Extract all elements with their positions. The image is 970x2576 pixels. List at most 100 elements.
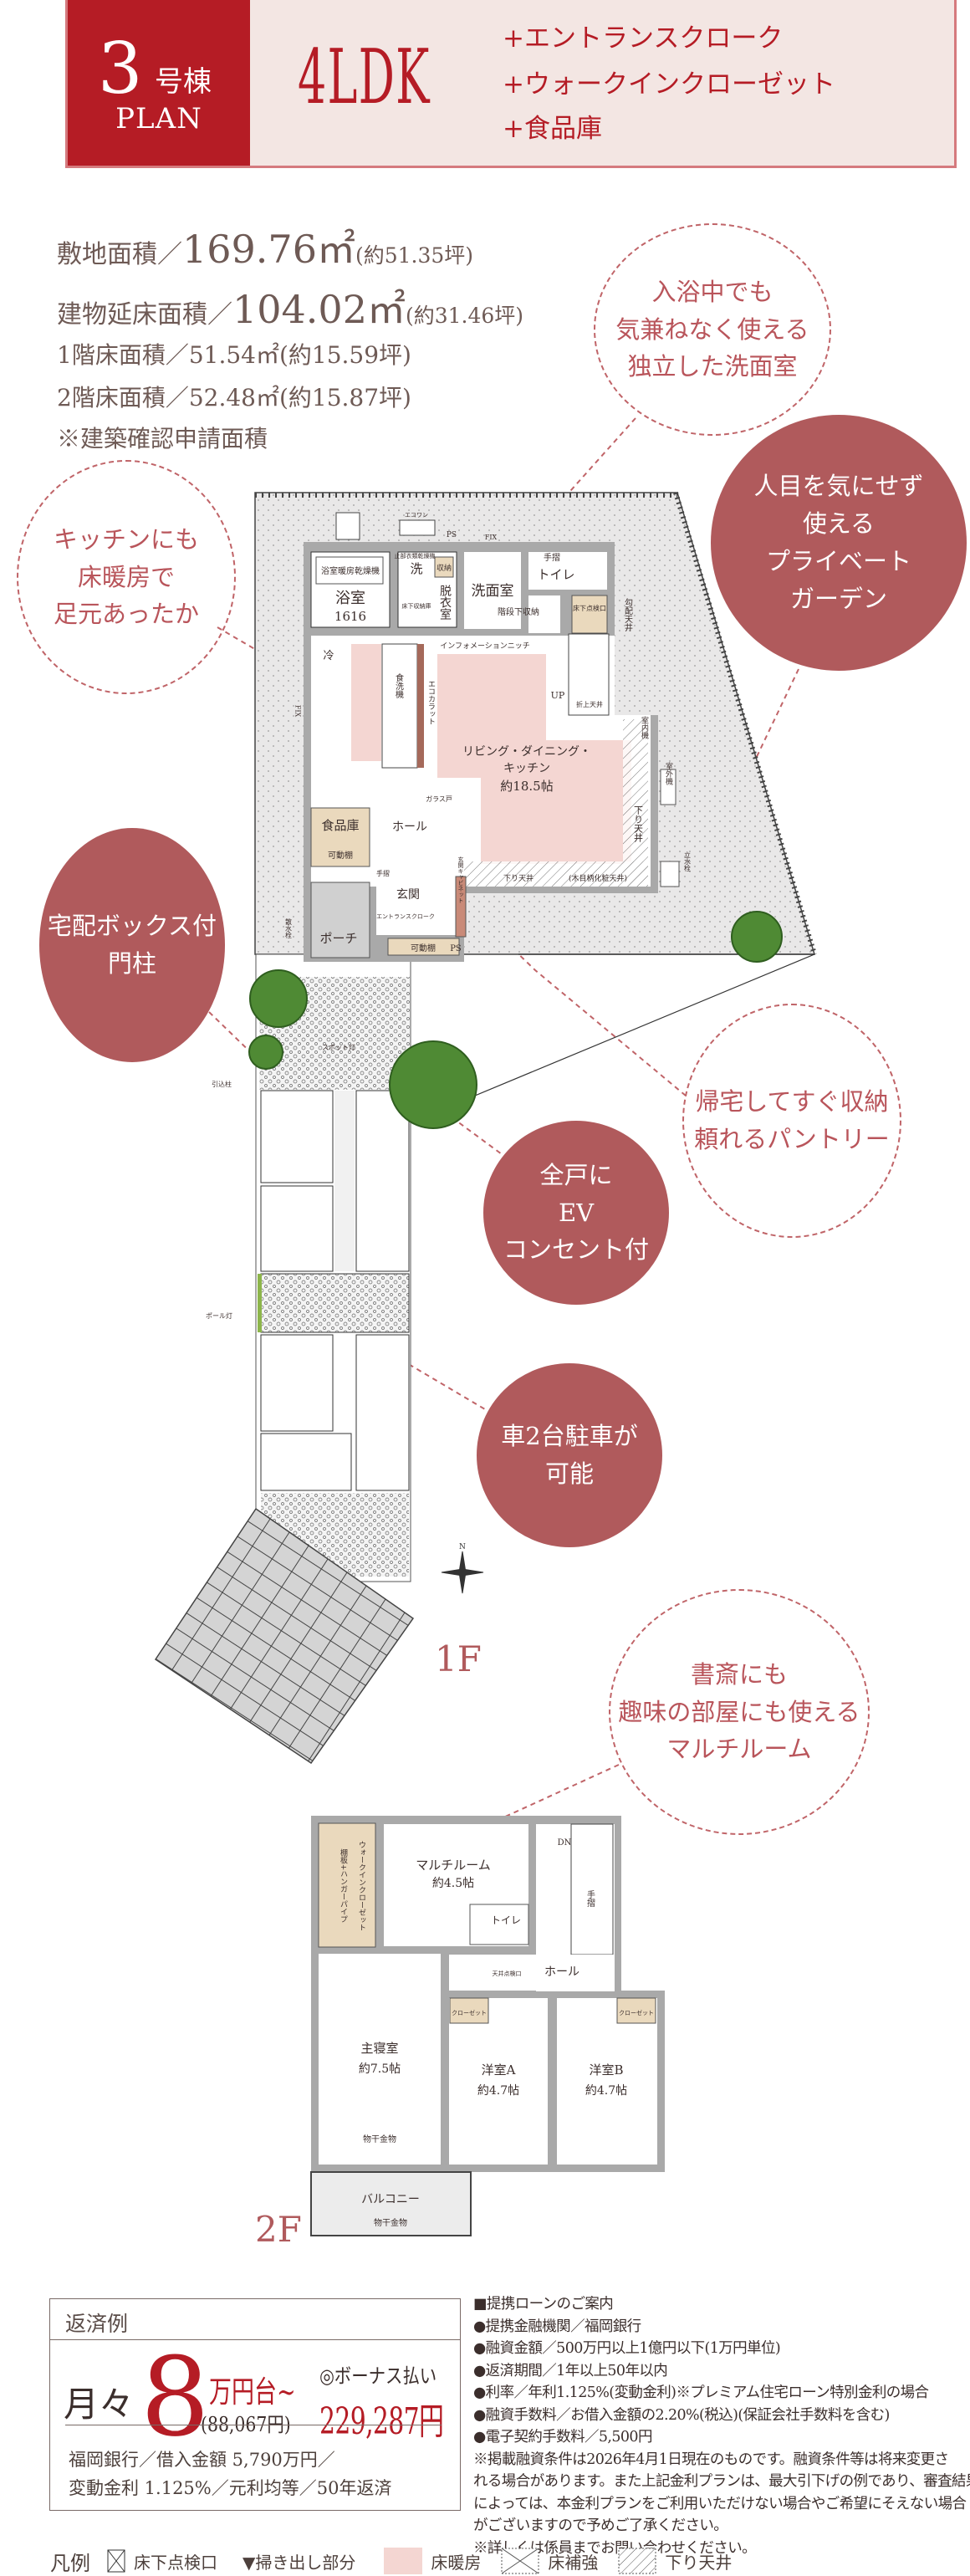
bath-dryer-label: 浴室暖房乾燥機 [321, 565, 380, 576]
callout-line: 可能 [544, 1459, 594, 1488]
loan-info-line: ●提携金融機関／福岡銀行 [473, 2318, 641, 2335]
fix-side-label: FIX [294, 705, 302, 718]
callout-line: 趣味の部屋にも使える [618, 1697, 860, 1726]
callout-line: 宅配ボックス付 [47, 912, 217, 941]
room-ldk: リビング・ダイニング・ [462, 745, 591, 759]
room-toilet-2f: トイレ [491, 1914, 521, 1926]
floor-heating-swatch [384, 2548, 423, 2574]
callout-washroom: 入浴中でも気兼ねなく使える独立した洗面室 [594, 223, 831, 436]
callout-line: 気兼ねなく使える [615, 314, 809, 344]
entrance-shelf-label: 可動棚 [411, 943, 436, 953]
repayment-example: 返済例 月々 8 万円台~ (88,067円) ◎ボーナス払い 229,287円… [49, 2298, 461, 2511]
multi-size: 約4.5帖 [432, 1877, 474, 1890]
callout-line: 足元あったか [53, 600, 199, 629]
room-washroom: 洗面室 [472, 583, 514, 600]
bonus-label: ◎ボーナス払い [319, 2364, 437, 2388]
callout-line: 床暖房で [77, 562, 175, 591]
ecowan-label: エコワン [405, 512, 428, 519]
north-arrow-icon [441, 1551, 484, 1594]
loan-info-line: ※詳しくは係員までお問い合わせください。 [473, 2539, 757, 2557]
loan-info-line: ●融資金額／500万円以上1億円以下(1万円単位) [473, 2340, 781, 2357]
site-area-value: 169.76㎡ [182, 227, 355, 272]
north-label: N [459, 1543, 466, 1551]
walk-in-closet [318, 1822, 376, 1948]
total-area-label: 建物延床面積／ [57, 300, 232, 330]
callout-delivery-box: 宅配ボックス付門柱 [39, 828, 225, 1062]
callout-line: コンセント付 [503, 1235, 649, 1265]
area-note: ※建築確認申請面積 [57, 425, 268, 452]
layout-type: 4LDK [298, 33, 431, 121]
callout-garden: 人目を気にせず使えるプライベートガーデン [711, 415, 967, 671]
dryer-label: 止部衣類乾燥機 [395, 552, 436, 560]
entry-handrail-label: 手摺 [376, 869, 390, 877]
partner-loan-info: ■提携ローンのご案内 ●提携金融機関／福岡銀行 ●融資金額／500万円以上1億円… [473, 2293, 970, 2559]
callout-line: 人目を気にせず [753, 472, 924, 501]
lead-pole-label: 引込柱 [212, 1080, 232, 1088]
legend-title: 凡例 [50, 2551, 90, 2575]
legend-item: 床暖房 [431, 2552, 482, 2573]
loan-info-line: がございますので予めご了承ください。 [473, 2517, 728, 2534]
balcony-dry-hardware: 物干金物 [374, 2217, 407, 2228]
closet-b-label: クローゼット [619, 2009, 654, 2016]
site-area-label: 敷地面積／ [57, 240, 182, 269]
building-badge: 3 号棟 PLAN [68, 0, 250, 166]
room-pantry: 食品庫 [321, 818, 359, 833]
room-b-size: 約4.7帖 [585, 2084, 627, 2098]
cabinet-label: 玄関キャビネット [457, 856, 464, 903]
divider [50, 2339, 460, 2340]
callout-multi-room: 書斎にも趣味の部屋にも使えるマルチルーム [609, 1589, 870, 1835]
dishwasher-label: 食洗機 [394, 672, 404, 699]
callout-line: 門柱 [107, 949, 156, 978]
inspection-hatch-icon [107, 2549, 125, 2573]
handrail-2f-label: 手摺 [585, 1889, 595, 1908]
master-size: 約7.5帖 [359, 2062, 401, 2076]
dry-hardware-label: 物干金物 [363, 2134, 396, 2144]
loan-info-line: ※掲載融資条件は2026年4月1日現在のものです。融資条件等は将来変更さ [473, 2451, 949, 2468]
indoor-unit-label: 室内機 [640, 715, 649, 739]
ps-top-label: PS [447, 531, 457, 539]
faucet-label: 立水栓 [684, 851, 692, 872]
pantry-shelf-label: 可動棚 [328, 850, 353, 861]
plan-label: PLAN [115, 102, 202, 135]
closet-a-label: クローゼット [452, 2009, 487, 2016]
room-b: 洋室B [589, 2062, 623, 2078]
repayment-title: 返済例 [65, 2312, 129, 2336]
ldk-size: 約18.5帖 [500, 779, 553, 794]
approach-paving [154, 1507, 415, 1765]
callout-parking: 車2台駐車が可能 [477, 1363, 662, 1547]
room-master: 主寝室 [360, 2041, 398, 2056]
storage-label: 収納 [436, 563, 452, 573]
fridge-label: 冷 [323, 650, 334, 662]
wic-shelf-label: 棚板+ハンガーパイプ [339, 1848, 348, 1924]
entrance-cloak-label: エントランスクローク [376, 913, 435, 920]
callout-line: 入浴中でも [651, 277, 773, 306]
extra-feature: +食品庫 [503, 114, 602, 144]
total-floor-area: 建物延床面積／104.02㎡(約31.46坪) [57, 279, 523, 335]
ecocarat-label: エコカラット [426, 680, 436, 725]
callout-line: 帰宅してすぐ収納 [695, 1087, 889, 1117]
callout-line: マルチルーム [666, 1735, 812, 1764]
handrail-label: 手摺 [544, 552, 560, 563]
room-hall-2f: ホール [544, 1965, 579, 1979]
loan-info-line: ●返済期間／1年以上50年以内 [473, 2362, 668, 2379]
fold-ceiling-label: 折上天井 [576, 700, 603, 708]
wic-label: ウォークインクローゼット [357, 1841, 366, 1931]
floor1-plan: N 浴室暖房乾燥機 浴室 1616 洗 止部衣類乾燥機 収納 床下収納庫 脱衣室… [154, 492, 817, 1765]
loan-info-line: れる場合があります。また上記金利プランは、最大引下げの例であり、審査結果 [473, 2473, 970, 2490]
drop-ceiling-label: 下り天井 [633, 805, 644, 843]
room-a: 洋室A [482, 2062, 516, 2078]
floor2-label: 2F [255, 2209, 302, 2250]
stairs-dn-label: DN [558, 1838, 572, 1848]
floor-plans: N 浴室暖房乾燥機 浴室 1616 洗 止部衣類乾燥機 収納 床下収納庫 脱衣室… [154, 417, 817, 2250]
slope-ceiling-label: 勾配天井 [623, 597, 633, 632]
room-hall: ホール [392, 820, 427, 834]
monthly-amount: 8 [140, 2333, 210, 2461]
outdoor-unit-label: 室外機 [664, 761, 673, 785]
ceiling-hatch-label: 天井点検口 [493, 1970, 522, 1977]
room-toilet: トイレ [537, 567, 574, 582]
room-entrance: 玄関 [396, 887, 420, 902]
floor1-label: 1F [435, 1638, 482, 1679]
drop-ceiling-label-2: 下り天井 [503, 873, 534, 883]
callout-line: 全戸に [539, 1160, 613, 1189]
